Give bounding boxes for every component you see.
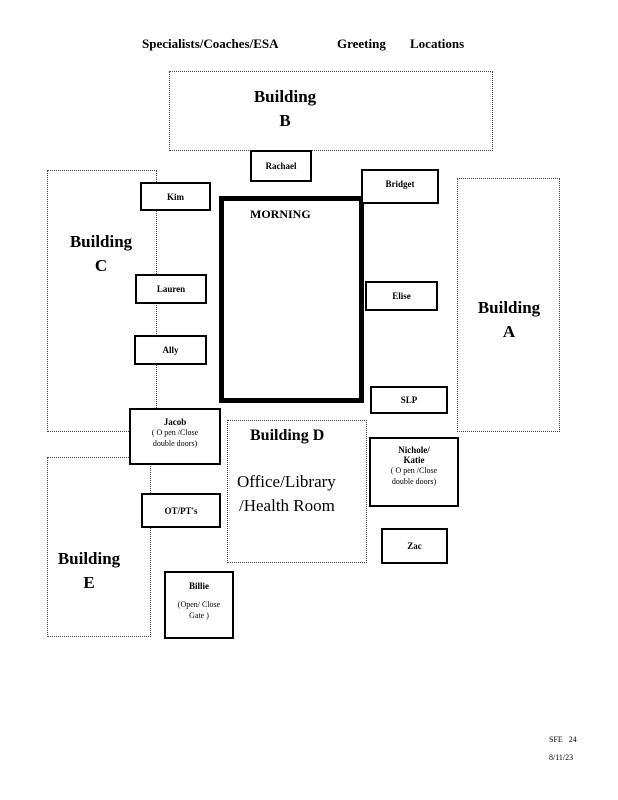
- station-slp: SLP: [370, 386, 448, 414]
- building-e-line1: Building: [57, 549, 121, 568]
- building-c-line1: Building: [69, 232, 133, 251]
- station-nichole-katie-note2: double doors): [391, 477, 437, 487]
- header-greeting-label: Greeting: [337, 36, 386, 51]
- morning-label: MORNING: [250, 207, 311, 221]
- building-e-area: [47, 457, 151, 637]
- footer-code: SFE 24: [549, 735, 577, 744]
- station-nichole-name: Nichole/: [398, 445, 430, 455]
- station-jacob-note1: ( O pen /Close: [151, 428, 199, 437]
- station-elise: Elise: [365, 281, 438, 311]
- header-locations-label: Locations: [410, 36, 465, 51]
- station-zac: Zac: [381, 528, 448, 564]
- station-kim: Kim: [140, 182, 211, 211]
- station-lauren: Lauren: [135, 274, 207, 304]
- station-billie-name: Billie: [189, 581, 209, 591]
- station-nichole-katie: Nichole/ Katie ( O pen /Close double doo…: [369, 437, 459, 507]
- building-b-line2: B: [279, 110, 291, 130]
- station-billie-note2: Gate ): [189, 611, 209, 621]
- building-a-line1: Building: [477, 298, 541, 317]
- footer-date: 8/11/23: [549, 753, 574, 762]
- station-jacob-name: Jacob: [163, 417, 187, 427]
- station-billie-note1: (Open/ Close: [177, 600, 221, 609]
- building-c-label: Building C: [56, 230, 146, 278]
- building-c-line2: C: [94, 255, 108, 275]
- building-b-line1: Building: [253, 87, 317, 106]
- building-a-line2: A: [502, 321, 516, 341]
- building-b-label: Building B: [240, 85, 330, 133]
- building-e-line2: E: [83, 572, 95, 592]
- station-otpt: OT/PT's: [141, 493, 221, 528]
- building-d-office-library: Office/Library: [237, 472, 336, 491]
- station-jacob-note2: double doors): [152, 439, 198, 449]
- station-katie-name: Katie: [403, 455, 425, 465]
- station-bridget: Bridget: [361, 169, 439, 204]
- building-b-area: [169, 71, 493, 151]
- building-a-area: [457, 178, 560, 432]
- station-rachael: Rachael: [250, 150, 312, 182]
- station-nichole-katie-note1: ( O pen /Close: [390, 466, 438, 475]
- station-jacob: Jacob ( O pen /Close double doors): [129, 408, 221, 465]
- building-e-label: Building E: [44, 547, 134, 595]
- morning-area: [219, 196, 364, 403]
- building-a-label: Building A: [464, 296, 554, 344]
- header-specialists-label: Specialists/Coaches/ESA: [142, 36, 279, 51]
- station-billie: Billie (Open/ Close Gate ): [164, 571, 234, 639]
- station-ally: Ally: [134, 335, 207, 365]
- building-d-health-room: /Health Room: [239, 496, 335, 515]
- building-d-area: [227, 420, 367, 563]
- building-d-title: Building D: [250, 427, 325, 444]
